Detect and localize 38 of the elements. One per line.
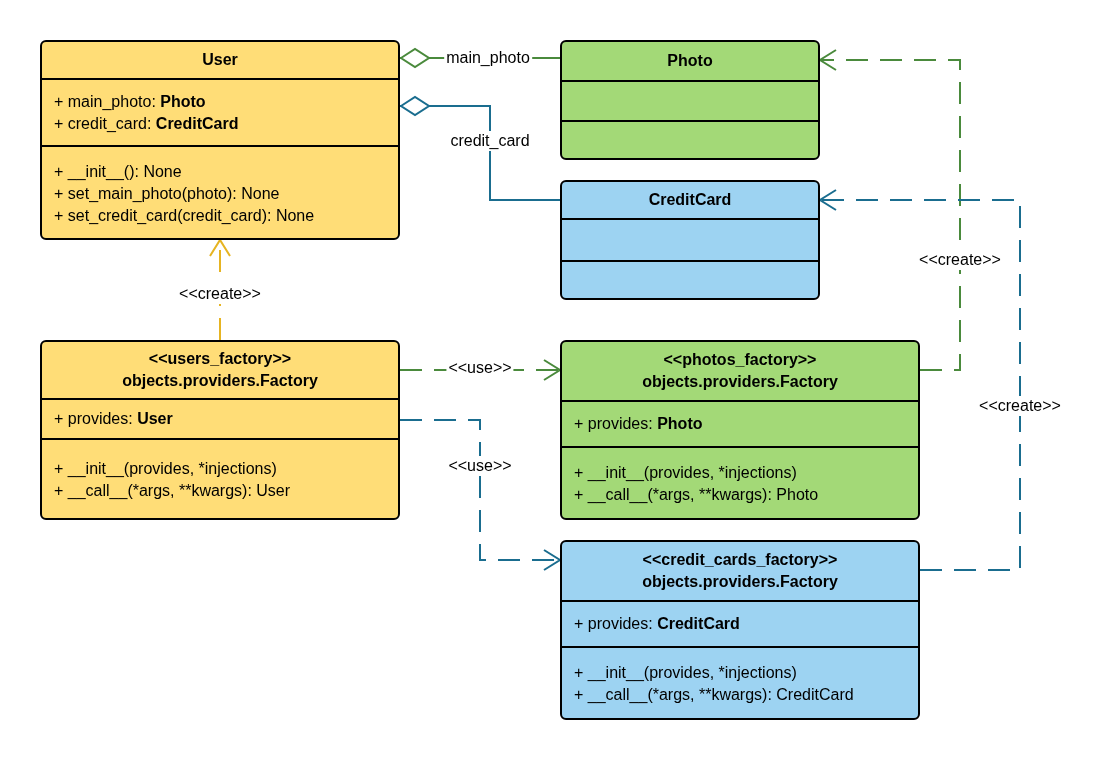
class-header-text: <<users_factory>> <box>148 349 292 369</box>
dependency-arrow <box>819 189 1021 571</box>
edge-label: <<create>> <box>977 396 1063 416</box>
aggregation-line <box>399 96 561 201</box>
member-text: + __init__(provides, *injections) <box>574 463 798 484</box>
class-box <box>560 180 820 300</box>
class-header-text: objects.providers.Factory <box>642 372 838 392</box>
member-text: + set_main_photo(photo): None <box>54 183 281 204</box>
class-box <box>560 40 820 160</box>
dependency-arrow <box>399 419 561 571</box>
edge-label: <<create>> <box>177 284 263 304</box>
member-text: + provides: CreditCard <box>574 614 741 634</box>
class-box <box>560 340 920 520</box>
class-header-text: <<photos_factory>> <box>663 350 817 370</box>
dependency-arrow <box>819 49 961 371</box>
class-header-text: <<credit_cards_factory>> <box>642 550 838 570</box>
member-text: + main_photo: Photo <box>54 91 207 112</box>
class-box <box>40 340 400 520</box>
class-header-text: CreditCard <box>648 190 732 210</box>
class-header-text: Photo <box>667 51 713 71</box>
edge-label: <<create>> <box>917 250 1003 270</box>
member-text: + __init__(provides, *injections) <box>574 663 798 684</box>
member-text: + __init__(): None <box>54 161 183 183</box>
edge-label: main_photo <box>444 48 532 68</box>
member-text: + __init__(provides, *injections) <box>54 459 278 480</box>
class-header-text: objects.providers.Factory <box>642 572 838 592</box>
edge-label: credit_card <box>448 131 532 151</box>
class-header-text: objects.providers.Factory <box>122 371 318 391</box>
class-box <box>560 540 920 720</box>
member-text: + __call__(*args, **kwargs): CreditCard <box>574 685 855 706</box>
class-box <box>40 40 400 240</box>
member-text: + __call__(*args, **kwargs): User <box>54 481 292 502</box>
member-text: + credit_card: CreditCard <box>54 113 240 134</box>
member-text: + provides: User <box>54 409 174 429</box>
member-text: + set_credit_card(credit_card): None <box>54 205 316 226</box>
class-header-text: User <box>202 50 238 70</box>
member-text: + __call__(*args, **kwargs): Photo <box>574 485 820 506</box>
member-text: + provides: Photo <box>574 414 704 434</box>
